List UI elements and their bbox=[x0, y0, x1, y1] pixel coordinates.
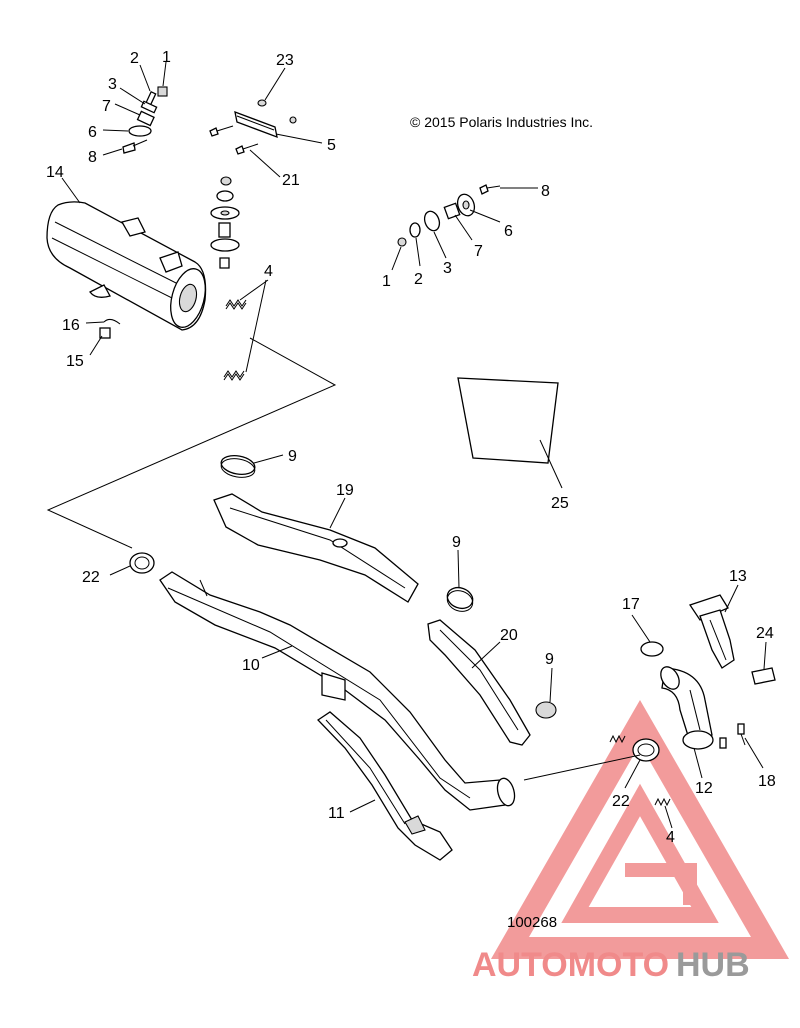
callout-10: 10 bbox=[242, 657, 260, 674]
pad-25 bbox=[457, 377, 559, 464]
spring-4-right bbox=[654, 797, 671, 807]
callout-9-middle: 9 bbox=[452, 534, 461, 551]
plug-24 bbox=[751, 667, 776, 685]
callout-6-right: 6 bbox=[504, 223, 513, 240]
callout-9-right: 9 bbox=[545, 651, 554, 668]
callout-2: 2 bbox=[130, 50, 139, 67]
spring-near-12 bbox=[609, 734, 626, 744]
heat-shield-20 bbox=[427, 619, 531, 746]
isolator-stack-center bbox=[210, 176, 240, 269]
callout-11: 11 bbox=[328, 805, 345, 822]
assembly-lines bbox=[46, 337, 641, 781]
gasket-22-right bbox=[632, 738, 660, 762]
callout-2-right: 2 bbox=[414, 271, 423, 288]
spring-lower bbox=[223, 370, 245, 381]
callout-18: 18 bbox=[758, 773, 776, 790]
callout-22: 22 bbox=[82, 569, 100, 586]
callout-23: 23 bbox=[276, 52, 294, 69]
callout-1-right: 1 bbox=[382, 273, 391, 290]
header-pipe-10 bbox=[159, 571, 516, 811]
clamp-9-right bbox=[535, 701, 557, 719]
callout-14: 14 bbox=[46, 164, 64, 181]
callout-4: 4 bbox=[264, 263, 273, 280]
watermark-word-red: AUTOMOTO bbox=[472, 946, 669, 984]
callout-6: 6 bbox=[88, 124, 97, 141]
callout-3-right: 3 bbox=[443, 260, 452, 277]
watermark-word-gray: HUB bbox=[676, 946, 750, 984]
bolt-15 bbox=[99, 327, 111, 339]
callout-7-right: 7 bbox=[474, 243, 483, 260]
callout-22-right: 22 bbox=[612, 793, 630, 810]
drawing-number: 100268 bbox=[507, 914, 557, 931]
callout-5: 5 bbox=[327, 137, 336, 154]
callout-numbers: 1 2 3 7 6 8 23 5 21 14 4 16 15 8 6 7 3 2… bbox=[46, 49, 776, 846]
mounting-bracket-part bbox=[209, 99, 297, 155]
flange-elbow-13 bbox=[688, 594, 735, 669]
studs-18 bbox=[719, 723, 746, 749]
callout-16: 16 bbox=[62, 317, 80, 334]
clamp-9-middle bbox=[446, 586, 474, 612]
callout-21: 21 bbox=[282, 172, 300, 189]
callout-3: 3 bbox=[108, 76, 117, 93]
callout-8: 8 bbox=[88, 149, 97, 166]
callout-25: 25 bbox=[551, 495, 569, 512]
watermark-text: AUTOMOTO HUB bbox=[472, 946, 750, 984]
callout-20: 20 bbox=[500, 627, 518, 644]
pipe-11 bbox=[316, 711, 453, 861]
hardware-stack-left bbox=[122, 86, 168, 154]
callout-9: 9 bbox=[288, 448, 297, 465]
exhaust-elbow-12 bbox=[660, 666, 714, 750]
callout-8-right: 8 bbox=[541, 183, 550, 200]
pipe-19 bbox=[213, 493, 419, 603]
clamp-9-upper bbox=[220, 455, 256, 478]
leader-lines bbox=[61, 61, 767, 829]
watermark-logo bbox=[490, 699, 790, 959]
callout-24: 24 bbox=[756, 625, 774, 642]
callout-1: 1 bbox=[162, 49, 171, 66]
callout-13: 13 bbox=[729, 568, 747, 585]
callout-12: 12 bbox=[695, 780, 713, 797]
gasket-17 bbox=[640, 641, 664, 657]
gasket-22-left bbox=[129, 552, 155, 574]
hardware-stack-right bbox=[397, 184, 501, 247]
spring-upper bbox=[225, 299, 247, 310]
clip-16 bbox=[103, 318, 121, 325]
callout-19: 19 bbox=[336, 482, 354, 499]
callout-7: 7 bbox=[102, 98, 111, 115]
muffler-part bbox=[46, 201, 207, 331]
callout-4-right: 4 bbox=[666, 829, 675, 846]
callout-15: 15 bbox=[66, 353, 84, 370]
copyright-text: © 2015 Polaris Industries Inc. bbox=[410, 114, 593, 130]
callout-17: 17 bbox=[622, 596, 640, 613]
